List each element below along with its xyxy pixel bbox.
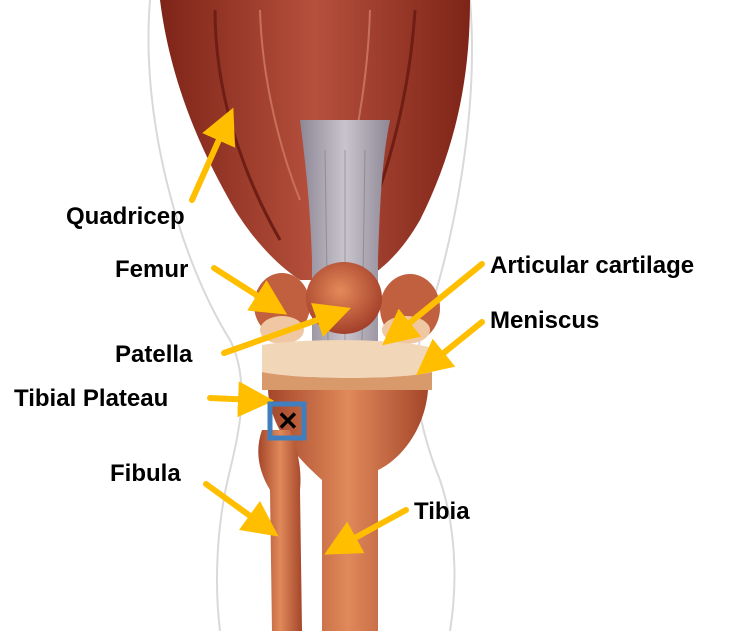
arrow-fibula <box>206 484 264 526</box>
label-meniscus: Meniscus <box>490 309 599 333</box>
marker-x-icon: ✕ <box>277 408 299 434</box>
arrow-tibial-plateau <box>210 398 256 400</box>
label-patella: Patella <box>115 343 192 367</box>
label-articular-cartilage: Articular cartilage <box>490 254 694 278</box>
label-fibula: Fibula <box>110 462 181 486</box>
patella-bone <box>306 262 382 334</box>
arrow-meniscus <box>430 322 482 364</box>
label-tibial-plateau: Tibial Plateau <box>14 387 168 411</box>
fibula-bone <box>258 430 302 631</box>
label-femur: Femur <box>115 258 188 282</box>
label-quadricep: Quadricep <box>66 205 185 229</box>
label-tibia: Tibia <box>414 500 470 524</box>
meniscus <box>262 340 432 390</box>
